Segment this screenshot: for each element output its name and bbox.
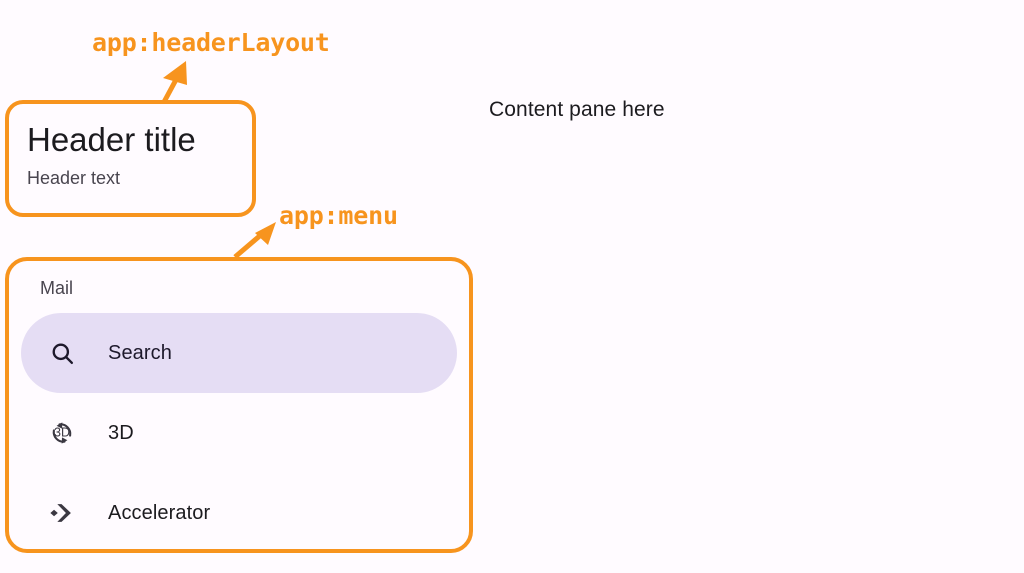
menu-item-label-3d: 3D (108, 421, 134, 444)
annotation-arrow-header-layout (161, 61, 187, 104)
annotation-label-header-layout: app:headerLayout (92, 28, 330, 57)
annotation-arrow-menu (233, 222, 276, 259)
header-subtitle: Header text (27, 168, 121, 188)
menu-card: Mail Search (5, 257, 473, 553)
header-title: Header title (27, 121, 196, 158)
rotate-3d-icon: 3D (45, 416, 79, 450)
annotation-label-menu: app:menu (279, 201, 398, 230)
menu-list: Search 3D 3D (9, 313, 469, 553)
menu-item-label-accelerator: Accelerator (108, 501, 211, 524)
menu-item-accelerator[interactable]: Accelerator (21, 473, 457, 553)
accelerator-icon (45, 496, 79, 530)
content-pane-placeholder: Content pane here (489, 98, 665, 121)
menu-item-3d[interactable]: 3D 3D (21, 393, 457, 473)
search-icon (45, 336, 79, 370)
svg-text:3D: 3D (54, 426, 70, 440)
menu-item-label-search: Search (108, 341, 172, 364)
header-layout-card: Header title Header text (5, 100, 256, 217)
menu-section-label-mail: Mail (40, 278, 74, 298)
menu-item-search[interactable]: Search (21, 313, 457, 393)
